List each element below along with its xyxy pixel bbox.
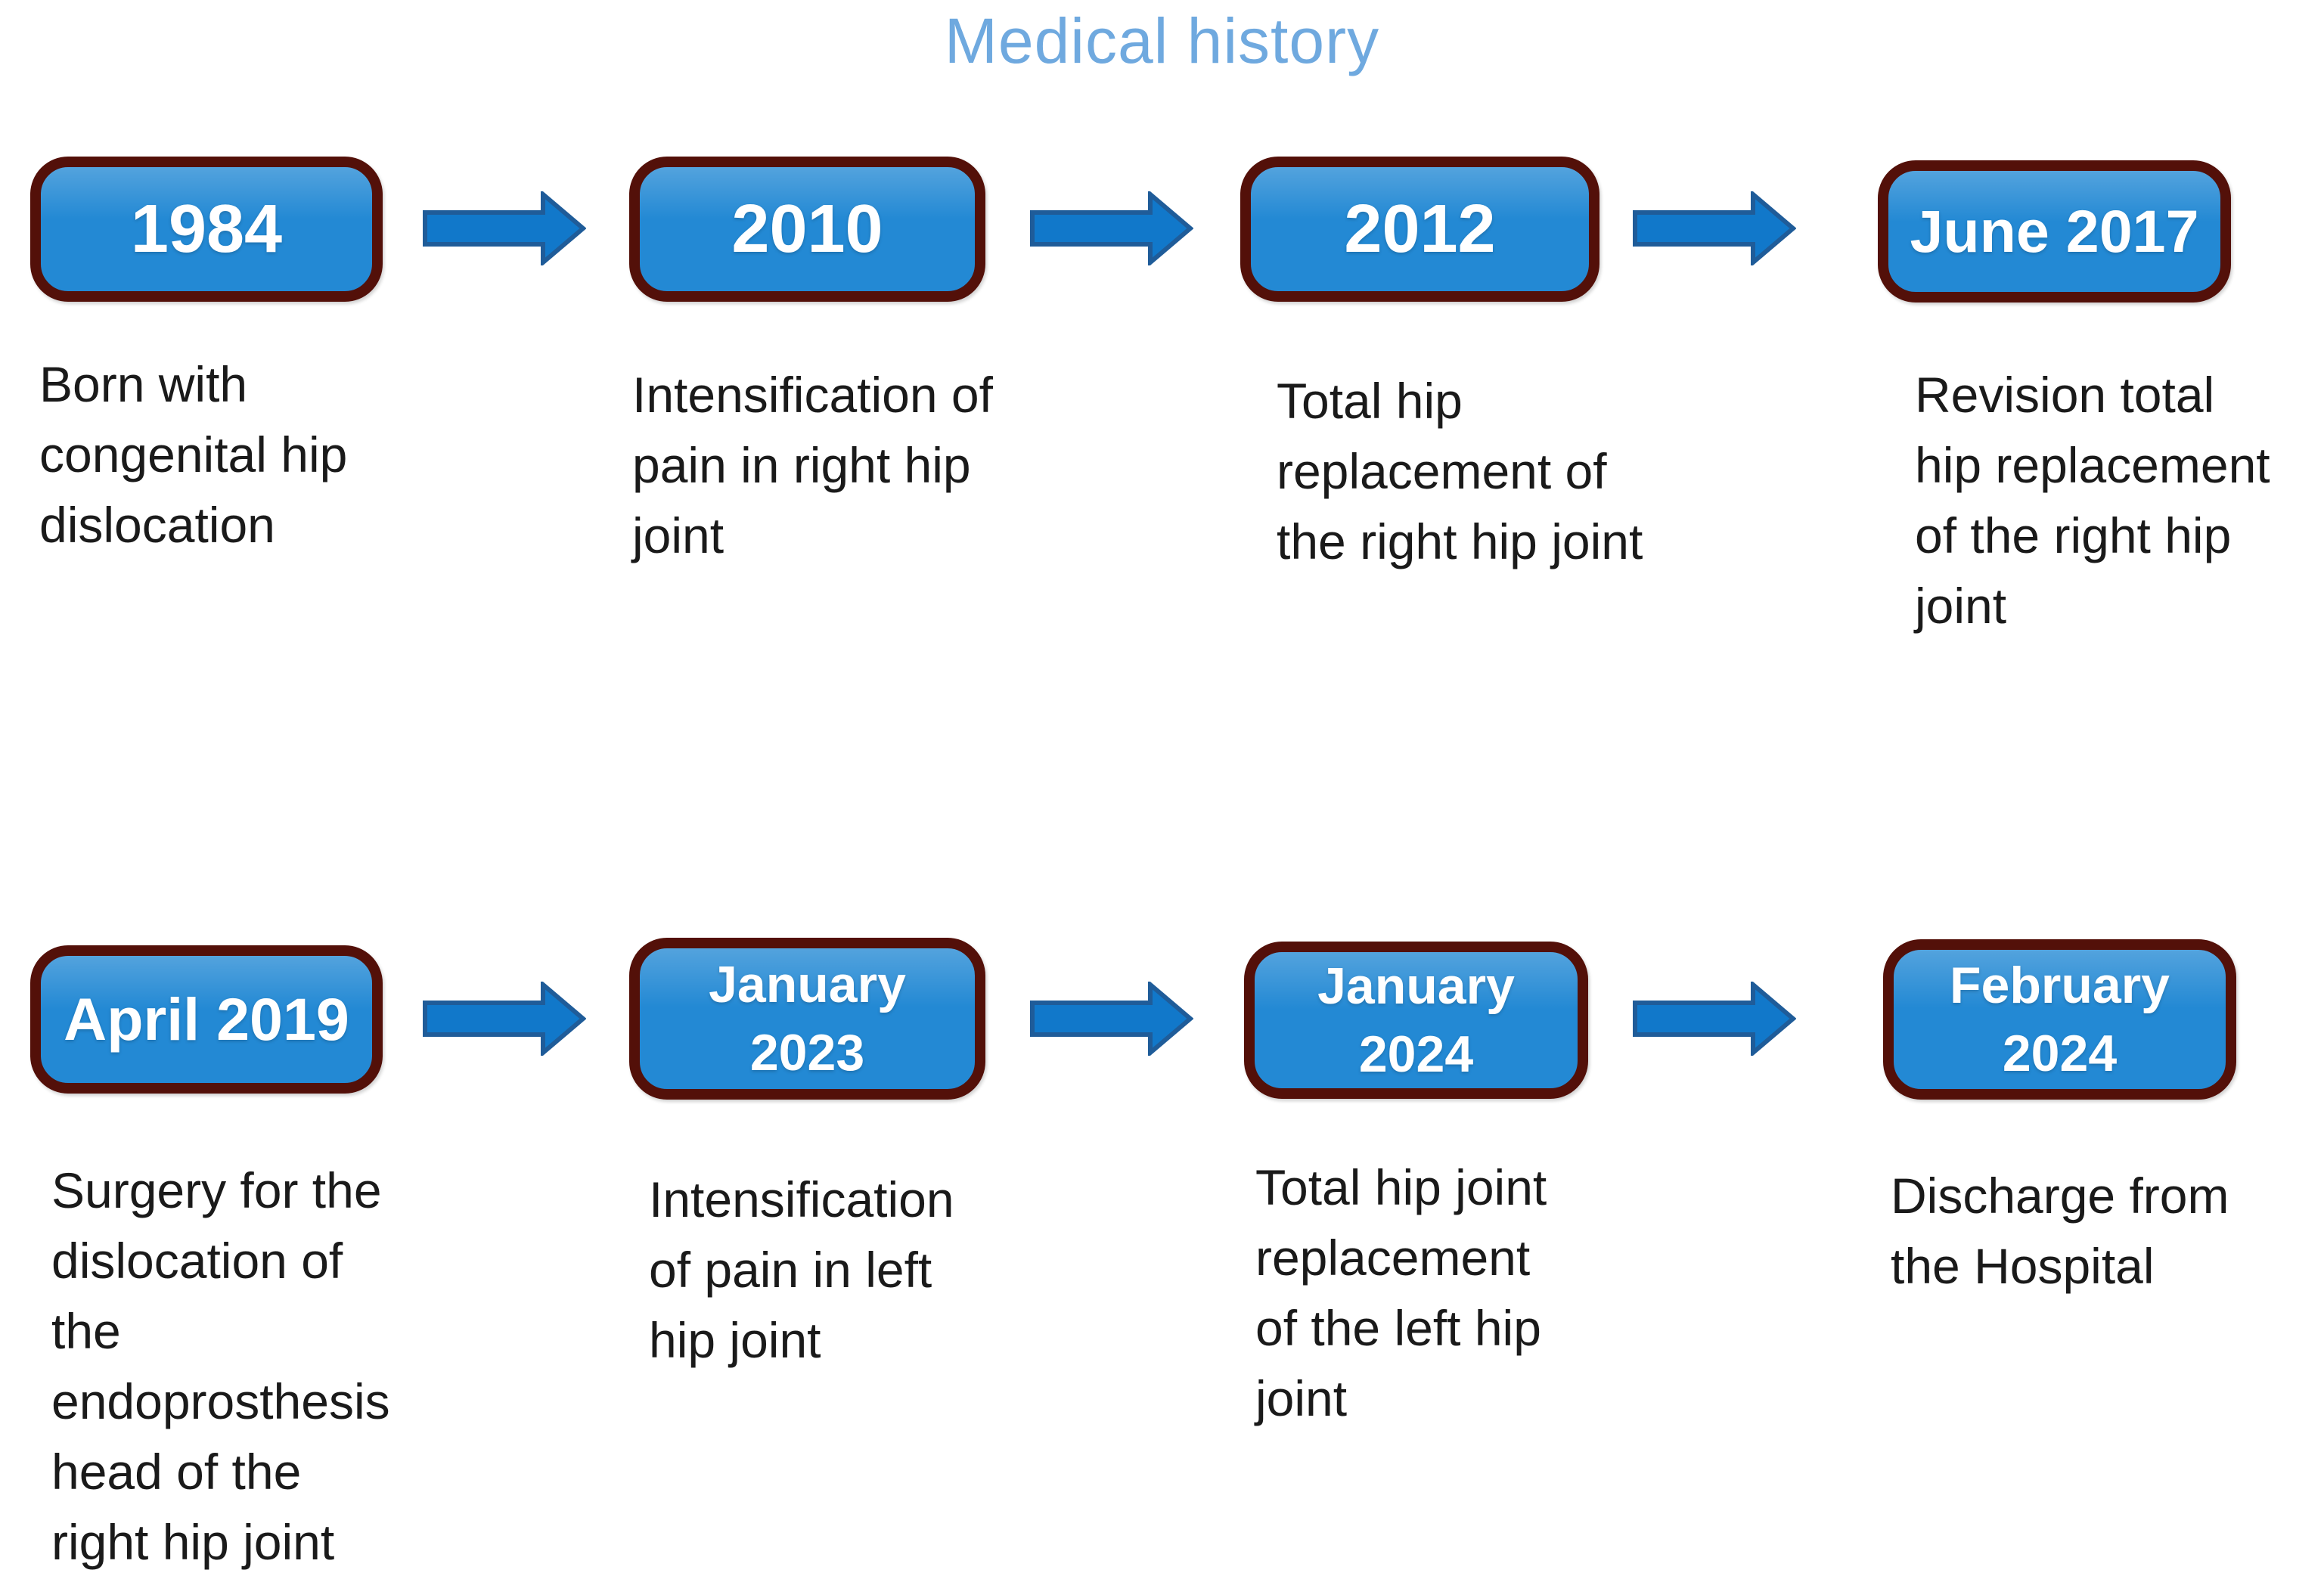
description-january-2023: Intensification of pain in left hip join… <box>649 1171 954 1368</box>
description-february-2024: Discharge from the Hospital <box>1891 1168 2229 1294</box>
timeline-box-date: February 2024 <box>1950 957 2170 1082</box>
arrow-right-icon <box>423 982 586 1056</box>
timeline-box-date: 2012 <box>1344 191 1496 267</box>
timeline-box-2010: 2010 <box>629 157 985 302</box>
timeline-box-april-2019: April 2019 <box>30 945 383 1094</box>
timeline-box-1984: 1984 <box>30 157 383 302</box>
timeline-box-february-2024: February 2024 <box>1883 939 2236 1100</box>
arrow-right-icon <box>1633 191 1796 265</box>
timeline-box-date: 1984 <box>130 191 283 267</box>
description-1984: Born with congenital hip dislocation <box>39 356 348 553</box>
description-january-2024: Total hip joint replacement of the left … <box>1255 1159 1547 1426</box>
description-2012: Total hip replacement of the right hip j… <box>1277 373 1643 569</box>
figure-title: Medical history <box>944 5 1380 76</box>
timeline-box-2012: 2012 <box>1240 157 1599 302</box>
timeline-box-january-2023: January 2023 <box>629 938 985 1100</box>
arrow-right-icon <box>1030 982 1193 1056</box>
timeline-box-date: June 2017 <box>1910 197 2199 265</box>
arrow-right-icon <box>423 191 586 265</box>
timeline-box-june-2017: June 2017 <box>1878 160 2231 302</box>
timeline-box-january-2024: January 2024 <box>1244 942 1588 1099</box>
timeline-box-date: 2010 <box>731 191 883 267</box>
description-2010: Intensification of pain in right hip joi… <box>632 367 993 563</box>
arrow-right-icon <box>1030 191 1193 265</box>
description-june-2017: Revision total hip replacement of the ri… <box>1915 367 2270 634</box>
timeline-box-date: January 2024 <box>1317 957 1515 1083</box>
timeline-box-date: January 2023 <box>709 956 906 1081</box>
arrow-right-icon <box>1633 982 1796 1056</box>
description-april-2019: Surgery for the dislocation of the endop… <box>51 1162 390 1570</box>
timeline-box-date: April 2019 <box>64 985 349 1053</box>
